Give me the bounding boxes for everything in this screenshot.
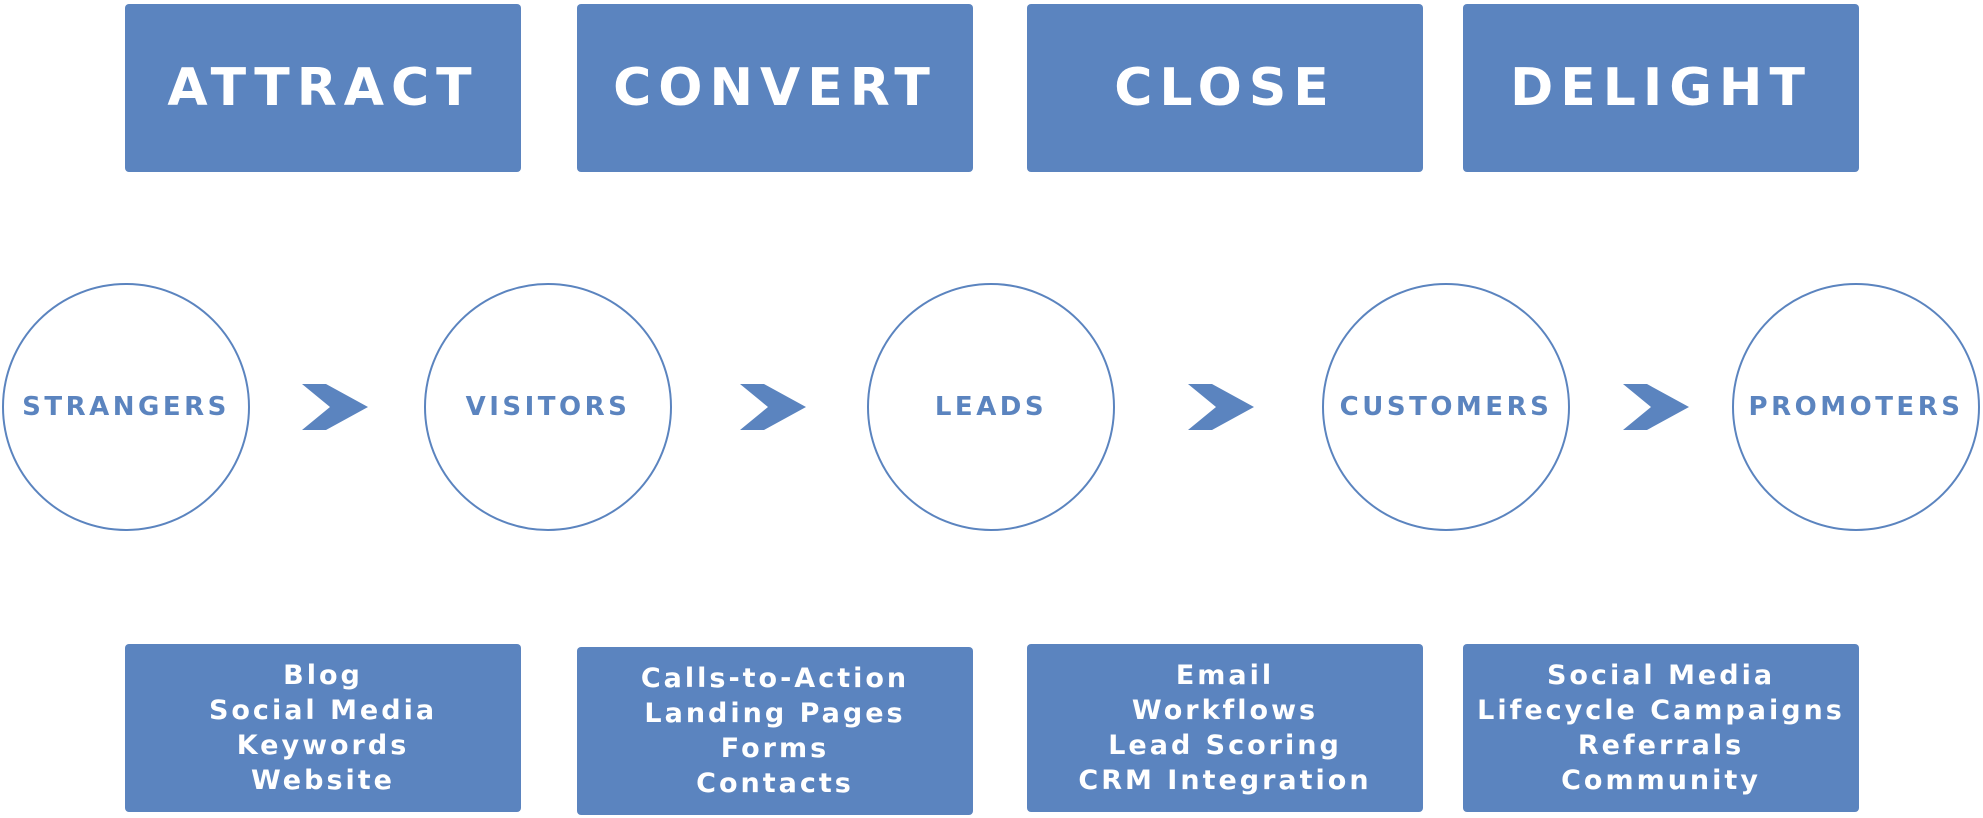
- chevron-right-icon: [1623, 384, 1689, 430]
- stage-title: CONVERT: [613, 58, 937, 118]
- circle-label: VISITORS: [465, 392, 631, 422]
- tactic-item: Social Media: [208, 695, 438, 726]
- tactic-item: Email: [1175, 660, 1275, 691]
- circle-visitors: VISITORS: [424, 283, 672, 531]
- tactic-item: Social Media: [1546, 660, 1776, 691]
- circle-customers: CUSTOMERS: [1322, 283, 1570, 531]
- stage-title: ATTRACT: [167, 58, 479, 118]
- circle-strangers: STRANGERS: [2, 283, 250, 531]
- stage-title: DELIGHT: [1510, 58, 1812, 118]
- tactic-item: Website: [250, 765, 395, 796]
- circle-label: LEADS: [934, 392, 1048, 422]
- tactic-item: Blog: [283, 660, 363, 691]
- stage-box-convert: CONVERT: [577, 4, 973, 172]
- tactics-box-attract: Blog Social Media Keywords Website: [125, 644, 521, 812]
- tactic-item: Landing Pages: [644, 698, 906, 729]
- tactic-item: CRM Integration: [1078, 765, 1372, 796]
- tactic-item: Forms: [720, 733, 830, 764]
- tactics-box-convert: Calls-to-Action Landing Pages Forms Cont…: [577, 647, 973, 815]
- circle-promoters: PROMOTERS: [1732, 283, 1980, 531]
- stage-box-close: CLOSE: [1027, 4, 1423, 172]
- chevron-right-icon: [1188, 384, 1254, 430]
- tactic-item: Keywords: [236, 730, 410, 761]
- circle-label: CUSTOMERS: [1339, 392, 1553, 422]
- stage-box-attract: ATTRACT: [125, 4, 521, 172]
- circle-label: PROMOTERS: [1748, 392, 1964, 422]
- circle-label: STRANGERS: [22, 392, 230, 422]
- tactics-box-close: Email Workflows Lead Scoring CRM Integra…: [1027, 644, 1423, 812]
- tactic-item: Calls-to-Action: [640, 663, 910, 694]
- tactic-item: Referrals: [1577, 730, 1745, 761]
- tactic-item: Contacts: [696, 768, 854, 799]
- stage-title: CLOSE: [1114, 58, 1336, 118]
- tactics-box-delight: Social Media Lifecycle Campaigns Referra…: [1463, 644, 1859, 812]
- tactic-item: Lifecycle Campaigns: [1477, 695, 1845, 726]
- tactic-item: Workflows: [1131, 695, 1319, 726]
- tactic-item: Community: [1561, 765, 1761, 796]
- stage-box-delight: DELIGHT: [1463, 4, 1859, 172]
- chevron-right-icon: [740, 384, 806, 430]
- chevron-right-icon: [302, 384, 368, 430]
- tactic-item: Lead Scoring: [1108, 730, 1342, 761]
- circle-leads: LEADS: [867, 283, 1115, 531]
